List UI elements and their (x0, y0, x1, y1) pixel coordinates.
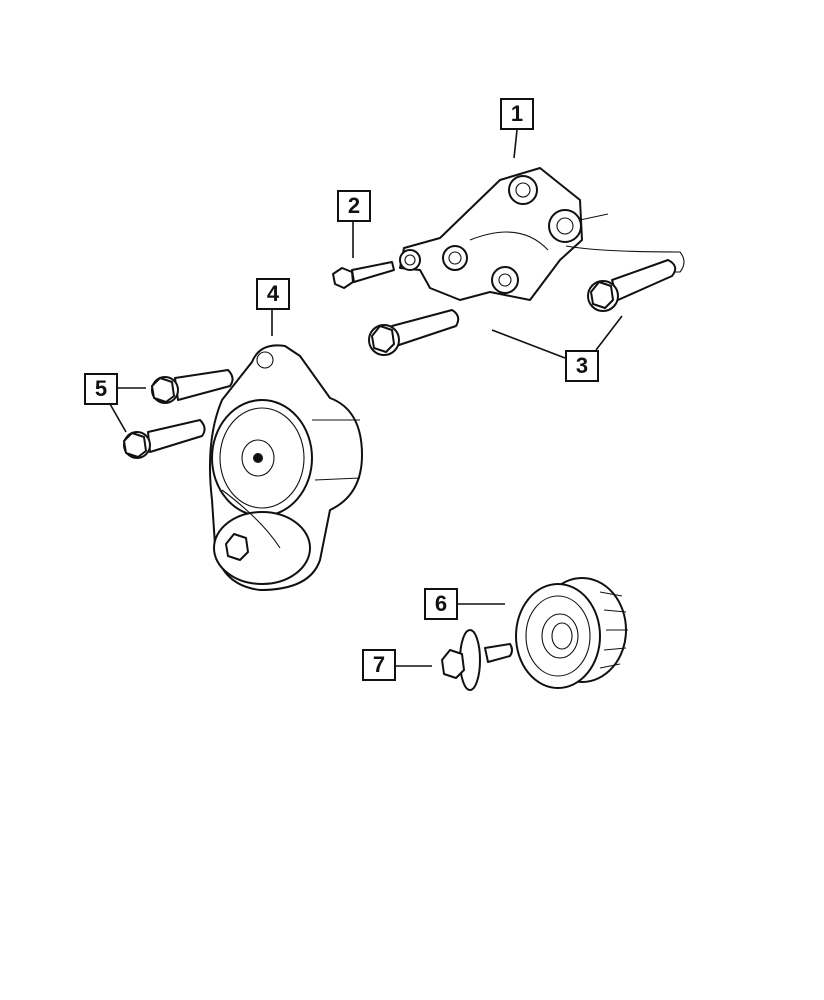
bolt-part-5a (151, 369, 234, 404)
callout-6[interactable]: 6 (424, 588, 458, 620)
callout-2[interactable]: 2 (337, 190, 371, 222)
bolt-part-3a (368, 309, 460, 356)
tensioner-part-4 (208, 344, 363, 591)
bolt-part-3b (587, 259, 677, 312)
callout-7[interactable]: 7 (362, 649, 396, 681)
bracket-part-1 (399, 167, 685, 301)
leader-lines (109, 129, 623, 667)
pulley-bolt-part-7 (441, 629, 513, 691)
idler-pulley-part-6 (515, 577, 628, 689)
bolt-part-5b (123, 419, 206, 459)
callout-5[interactable]: 5 (84, 373, 118, 405)
callout-1[interactable]: 1 (500, 98, 534, 130)
callout-4[interactable]: 4 (256, 278, 290, 310)
bolt-part-2 (332, 261, 395, 289)
callout-3[interactable]: 3 (565, 350, 599, 382)
